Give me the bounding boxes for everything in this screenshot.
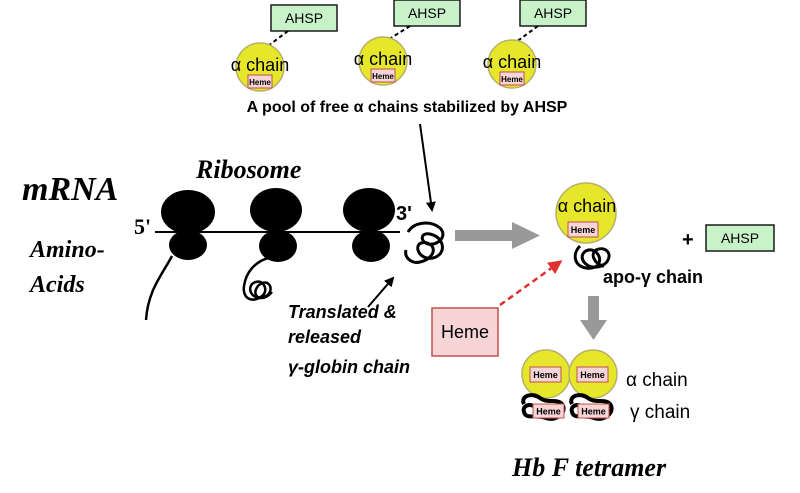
heme-label: Heme: [571, 225, 596, 235]
heme-label: Heme: [533, 370, 558, 380]
heme-insertion-arrow: [499, 260, 563, 307]
ribosome-label: Ribosome: [195, 155, 301, 184]
ahsp-released-box: [705, 224, 775, 252]
ahsp-box: [393, 0, 461, 27]
heme-box: [576, 366, 609, 383]
alpha-chain-label: α chain: [354, 49, 412, 69]
alpha-ahsp-complex-3: AHSP α chain Heme: [483, 0, 587, 89]
heme-label: Heme: [501, 75, 523, 84]
heme-label: Heme: [581, 407, 606, 417]
ahsp-released-label: AHSP: [721, 230, 759, 246]
heme-box: [499, 71, 525, 86]
heme-box: [370, 68, 396, 83]
translated-label-2: released: [288, 327, 362, 347]
gray-arrow-to-tetramer: [580, 296, 607, 340]
heme-box: [247, 74, 273, 89]
translated-pointer-arrow: [367, 276, 395, 308]
released-gamma-chain: [404, 221, 445, 264]
heme-box: [532, 403, 565, 419]
ahsp-label: AHSP: [408, 5, 446, 21]
tetramer-title: Hb F tetramer: [511, 453, 667, 482]
hbf-tetramer: Heme Heme Heme Heme: [521, 349, 618, 421]
ahsp-box: [519, 0, 587, 27]
tetramer-alpha-label: α chain: [626, 370, 688, 391]
tetramer-gamma-label: γ chain: [630, 402, 690, 423]
ahsp-box: [270, 4, 338, 32]
ribosome-2: [250, 188, 302, 262]
plus-sign: +: [682, 229, 694, 251]
alpha-gamma-complex: α chain Heme: [555, 182, 617, 270]
translated-label-3: γ-globin chain: [288, 357, 410, 377]
ahsp-label: AHSP: [534, 5, 572, 21]
amino-acids-label-1: Amino-: [28, 237, 105, 263]
apo-gamma-label: apo-γ chain: [603, 267, 703, 287]
heme-label: Heme: [249, 78, 271, 87]
alpha-chain-label: α chain: [558, 196, 616, 216]
heme-box: [529, 366, 562, 383]
free-heme-box: [431, 307, 499, 357]
apo-gamma-squiggle: [573, 244, 611, 270]
ahsp-label: AHSP: [285, 10, 323, 26]
ribosome-3: [343, 188, 395, 262]
gray-arrow-to-complex: [455, 222, 540, 249]
ahsp-link-dashed: [511, 25, 539, 46]
free-heme-label: Heme: [441, 322, 489, 342]
alpha-chain-label: α chain: [231, 55, 289, 75]
ahsp-link-dashed: [382, 25, 411, 44]
heme-box: [567, 221, 599, 238]
amino-acids-label-2: Acids: [28, 272, 85, 298]
translated-label-1: Translated &: [288, 302, 397, 322]
pool-to-chain-arrow: [419, 123, 436, 212]
alpha-ahsp-complex-1: AHSP α chain Heme: [231, 4, 338, 92]
alpha-chain-label: α chain: [483, 52, 541, 72]
mrna-label: mRNA: [22, 171, 118, 208]
three-prime-label: 3': [396, 203, 412, 225]
heme-label: Heme: [580, 370, 605, 380]
heme-label: Heme: [536, 407, 561, 417]
alpha-ahsp-complex-2: AHSP α chain Heme: [354, 0, 461, 86]
nascent-chain-2: [242, 256, 273, 301]
heme-box: [577, 403, 610, 419]
nascent-chain-1: [144, 255, 174, 321]
pool-caption: A pool of free α chains stabilized by AH…: [247, 99, 568, 116]
heme-label: Heme: [372, 72, 394, 81]
five-prime-label: 5': [134, 214, 151, 239]
ribosome-1: [161, 190, 215, 260]
